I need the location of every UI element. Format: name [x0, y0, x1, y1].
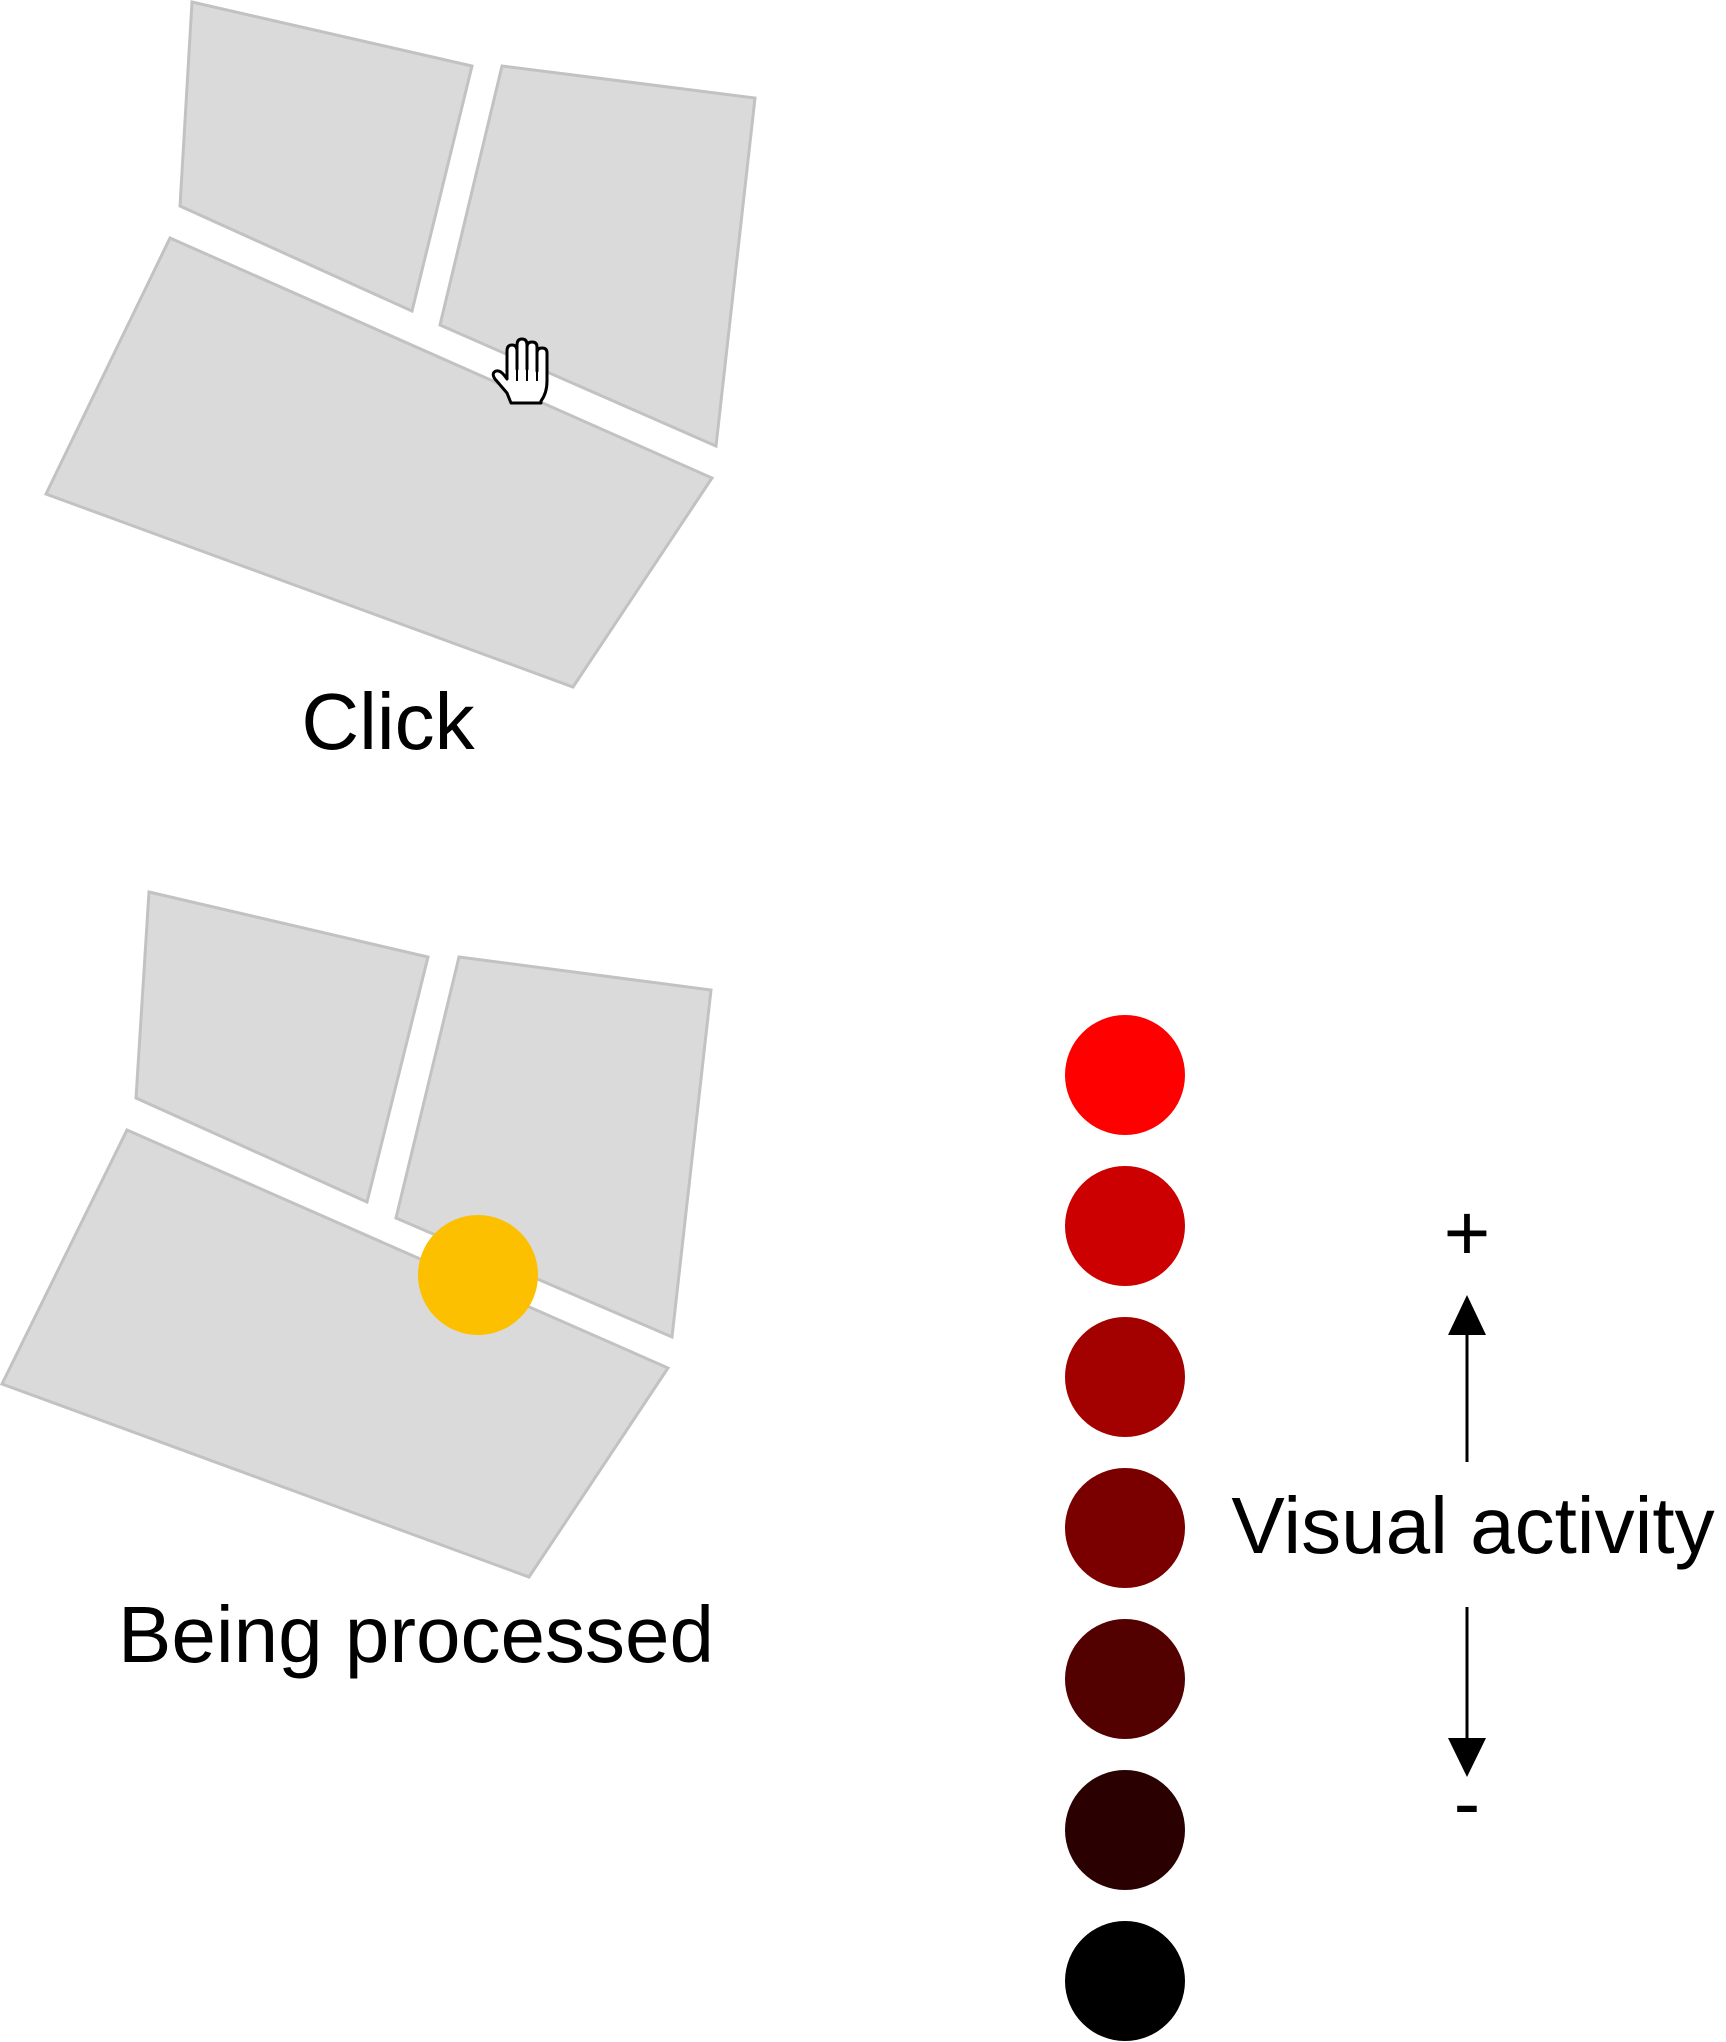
activity-swatch-7	[1065, 1921, 1185, 2041]
click-panel: Click	[43, 0, 757, 766]
hand-cursor-icon	[491, 337, 549, 405]
activity-swatch-3	[1065, 1317, 1185, 1437]
activity-swatch-2	[1065, 1166, 1185, 1286]
arrow-down-icon	[1448, 1607, 1486, 1777]
activity-swatch-6	[1065, 1770, 1185, 1890]
processing-panel: Being processed	[0, 890, 714, 1679]
processing-label: Being processed	[118, 1590, 714, 1679]
map-region-top-left[interactable]	[134, 890, 430, 1205]
activity-swatch-5	[1065, 1619, 1185, 1739]
click-label: Click	[301, 677, 475, 766]
activity-swatch-4	[1065, 1468, 1185, 1588]
map-region-top-left[interactable]	[178, 0, 474, 314]
arrow-up-icon	[1448, 1295, 1486, 1462]
visual-activity-label: Visual activity	[1231, 1481, 1714, 1570]
minus-sign: -	[1454, 1758, 1481, 1847]
plus-sign: +	[1444, 1188, 1491, 1277]
activity-swatches	[1065, 1015, 1185, 2041]
processing-indicator	[418, 1215, 538, 1335]
activity-swatch-1	[1065, 1015, 1185, 1135]
activity-legend: + Visual activity -	[1065, 1015, 1715, 2041]
